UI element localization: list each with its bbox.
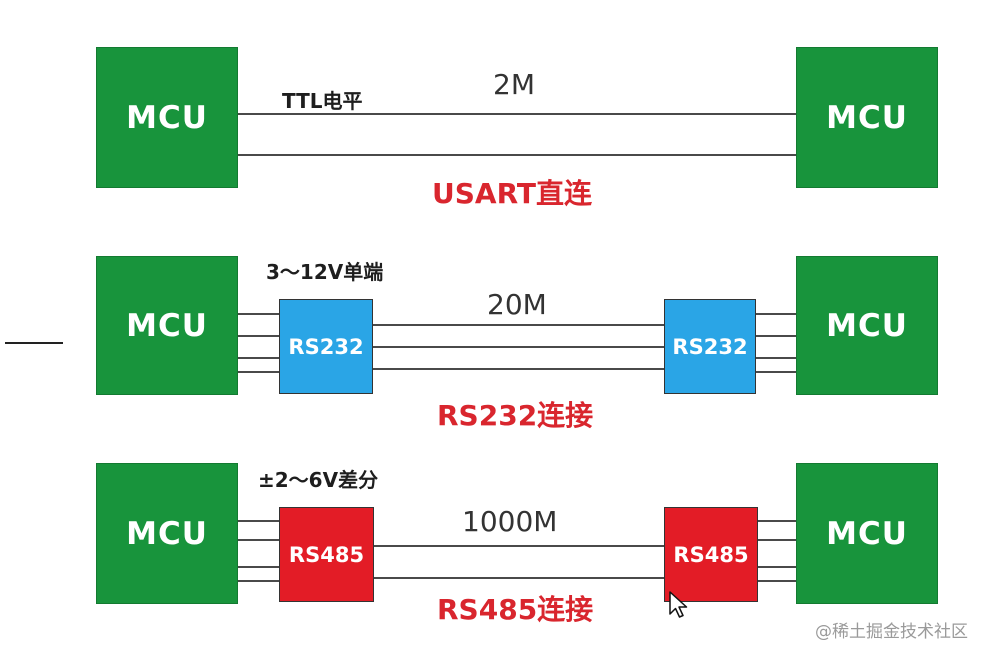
- rs485-right-link-1: [758, 520, 796, 522]
- rs485-title: RS485连接: [437, 593, 594, 626]
- rs232-chip-left: RS232: [279, 299, 373, 394]
- rs232-left-link-1: [238, 313, 279, 315]
- rs232-speed-label: 20M: [487, 288, 547, 321]
- chip-label: RS232: [288, 334, 364, 359]
- mcu-box-right-rs485: MCU: [796, 463, 938, 604]
- mcu-label: MCU: [126, 515, 208, 552]
- chip-label: RS485: [673, 542, 749, 567]
- rs485-bus-line-1: [374, 545, 664, 547]
- mcu-label: MCU: [126, 99, 208, 136]
- usart-voltage-label: TTL电平: [282, 89, 363, 113]
- mcu-label: MCU: [826, 515, 908, 552]
- chip-label: RS232: [672, 334, 748, 359]
- rs232-bus-line-2: [373, 346, 664, 348]
- rs232-right-link-2: [756, 335, 796, 337]
- rs485-left-link-3: [238, 566, 279, 568]
- mcu-box-left-rs485: MCU: [96, 463, 238, 604]
- usart-speed-label: 2M: [493, 68, 535, 101]
- usart-line-top: [238, 113, 796, 115]
- rs232-voltage-label: 3～12V单端: [266, 260, 384, 284]
- rs232-bus-line-3: [373, 368, 664, 370]
- rs232-left-link-3: [238, 357, 279, 359]
- mcu-label: MCU: [826, 99, 908, 136]
- rs485-left-link-1: [238, 520, 279, 522]
- watermark-text: @稀土掘金技术社区: [815, 622, 968, 642]
- rs232-left-link-4: [238, 371, 279, 373]
- rs232-right-link-1: [756, 313, 796, 315]
- mcu-box-right-usart: MCU: [796, 47, 938, 188]
- mcu-box-left-rs232: MCU: [96, 256, 238, 395]
- mcu-label: MCU: [126, 307, 208, 344]
- rs232-title: RS232连接: [437, 399, 594, 432]
- mouse-pointer-icon: [669, 591, 688, 618]
- side-dash-mark: [5, 342, 63, 344]
- rs232-chip-right: RS232: [664, 299, 756, 394]
- rs485-bus-line-2: [374, 577, 664, 579]
- rs232-bus-line-1: [373, 324, 664, 326]
- rs485-right-link-3: [758, 566, 796, 568]
- usart-title: USART直连: [432, 177, 592, 210]
- mcu-box-left-usart: MCU: [96, 47, 238, 188]
- mcu-box-right-rs232: MCU: [796, 256, 938, 395]
- rs485-chip-left: RS485: [279, 507, 374, 602]
- rs485-voltage-label: ±2～6V差分: [258, 468, 379, 492]
- chip-label: RS485: [288, 542, 365, 567]
- rs485-speed-label: 1000M: [462, 505, 558, 538]
- mcu-label: MCU: [826, 307, 908, 344]
- rs485-chip-right: RS485: [664, 507, 758, 602]
- rs485-left-link-4: [238, 580, 279, 582]
- rs232-left-link-2: [238, 335, 279, 337]
- rs232-right-link-3: [756, 357, 796, 359]
- rs232-right-link-4: [756, 371, 796, 373]
- rs485-right-link-4: [758, 580, 796, 582]
- usart-line-bottom: [238, 154, 796, 156]
- rs485-left-link-2: [238, 539, 279, 541]
- rs485-right-link-2: [758, 539, 796, 541]
